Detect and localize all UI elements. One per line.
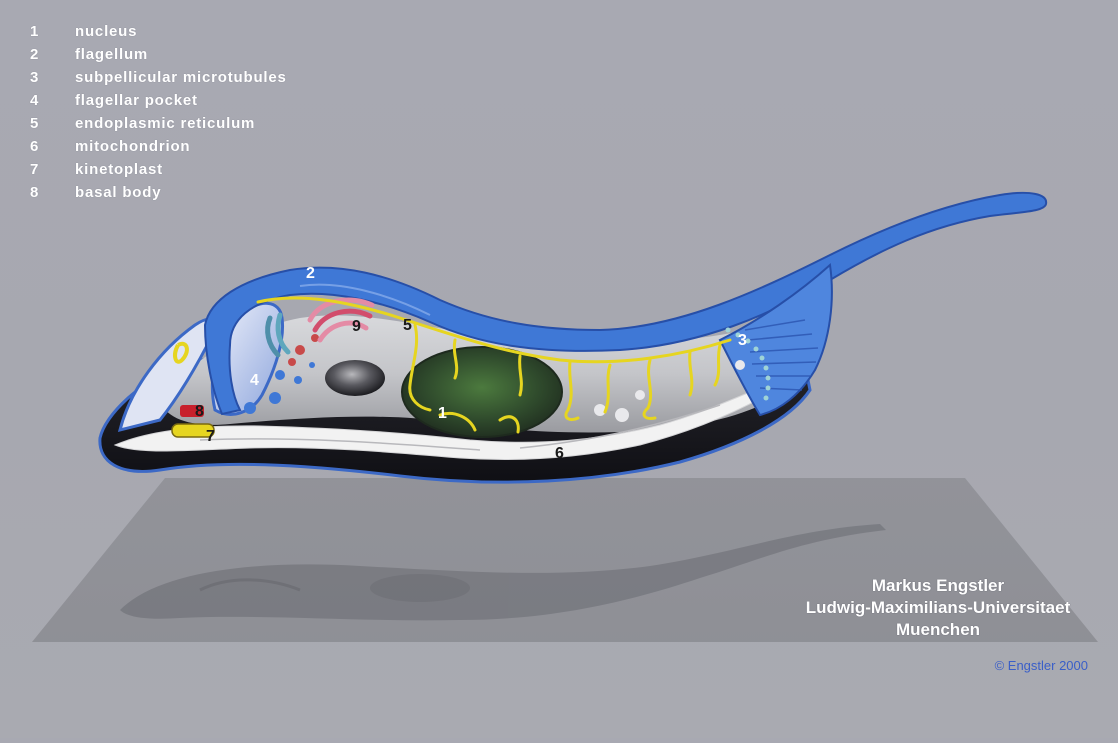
legend-label: basal body [75, 184, 161, 201]
diagram-label-pocket: 4 [250, 372, 259, 389]
legend-item: 7 kinetoplast [30, 158, 390, 181]
diagram-label-basal: 8 [195, 403, 204, 420]
legend-item: 2 flagellum [30, 43, 390, 66]
legend-number: 4 [30, 92, 75, 109]
legend-label: mitochondrion [75, 138, 190, 155]
legend-number: 1 [30, 23, 75, 40]
legend-number: 3 [30, 69, 75, 86]
diagram-label-er: 5 [403, 317, 412, 334]
diagram-label-microtubules: 3 [738, 332, 747, 349]
legend-label: nucleus [75, 23, 137, 40]
vacuole [325, 360, 385, 396]
legend-item: 5 endoplasmic reticulum [30, 112, 390, 135]
author-name: Markus Engstler [778, 575, 1098, 597]
diagram-label-flagellum: 2 [306, 265, 315, 282]
legend-item: 1 nucleus [30, 20, 390, 43]
legend-item: 3 subpellicular microtubules [30, 66, 390, 89]
legend-number: 5 [30, 115, 75, 132]
legend-label: flagellum [75, 46, 148, 63]
author-credit: Markus Engstler Ludwig-Maximilians-Unive… [778, 575, 1098, 641]
legend-number: 8 [30, 184, 75, 201]
diagram-label-golgi: 9 [352, 318, 361, 335]
legend-label: endoplasmic reticulum [75, 115, 255, 132]
legend-number: 2 [30, 46, 75, 63]
nucleus [402, 347, 562, 437]
copyright-notice: © Engstler 2000 [995, 658, 1088, 673]
legend: 1 nucleus 2 flagellum 3 subpellicular mi… [30, 20, 390, 204]
institution-name: Ludwig-Maximilians-Universitaet [778, 597, 1098, 619]
legend-label: kinetoplast [75, 161, 163, 178]
legend-item: 6 mitochondrion [30, 135, 390, 158]
legend-number: 6 [30, 138, 75, 155]
city-name: Muenchen [778, 619, 1098, 641]
legend-label: flagellar pocket [75, 92, 198, 109]
diagram-label-nucleus: 1 [438, 405, 447, 422]
diagram-label-mito: 6 [555, 445, 564, 462]
legend-item: 4 flagellar pocket [30, 89, 390, 112]
legend-item: 8 basal body [30, 181, 390, 204]
legend-label: subpellicular microtubules [75, 69, 287, 86]
diagram-label-kineto: 7 [206, 428, 215, 445]
legend-number: 7 [30, 161, 75, 178]
